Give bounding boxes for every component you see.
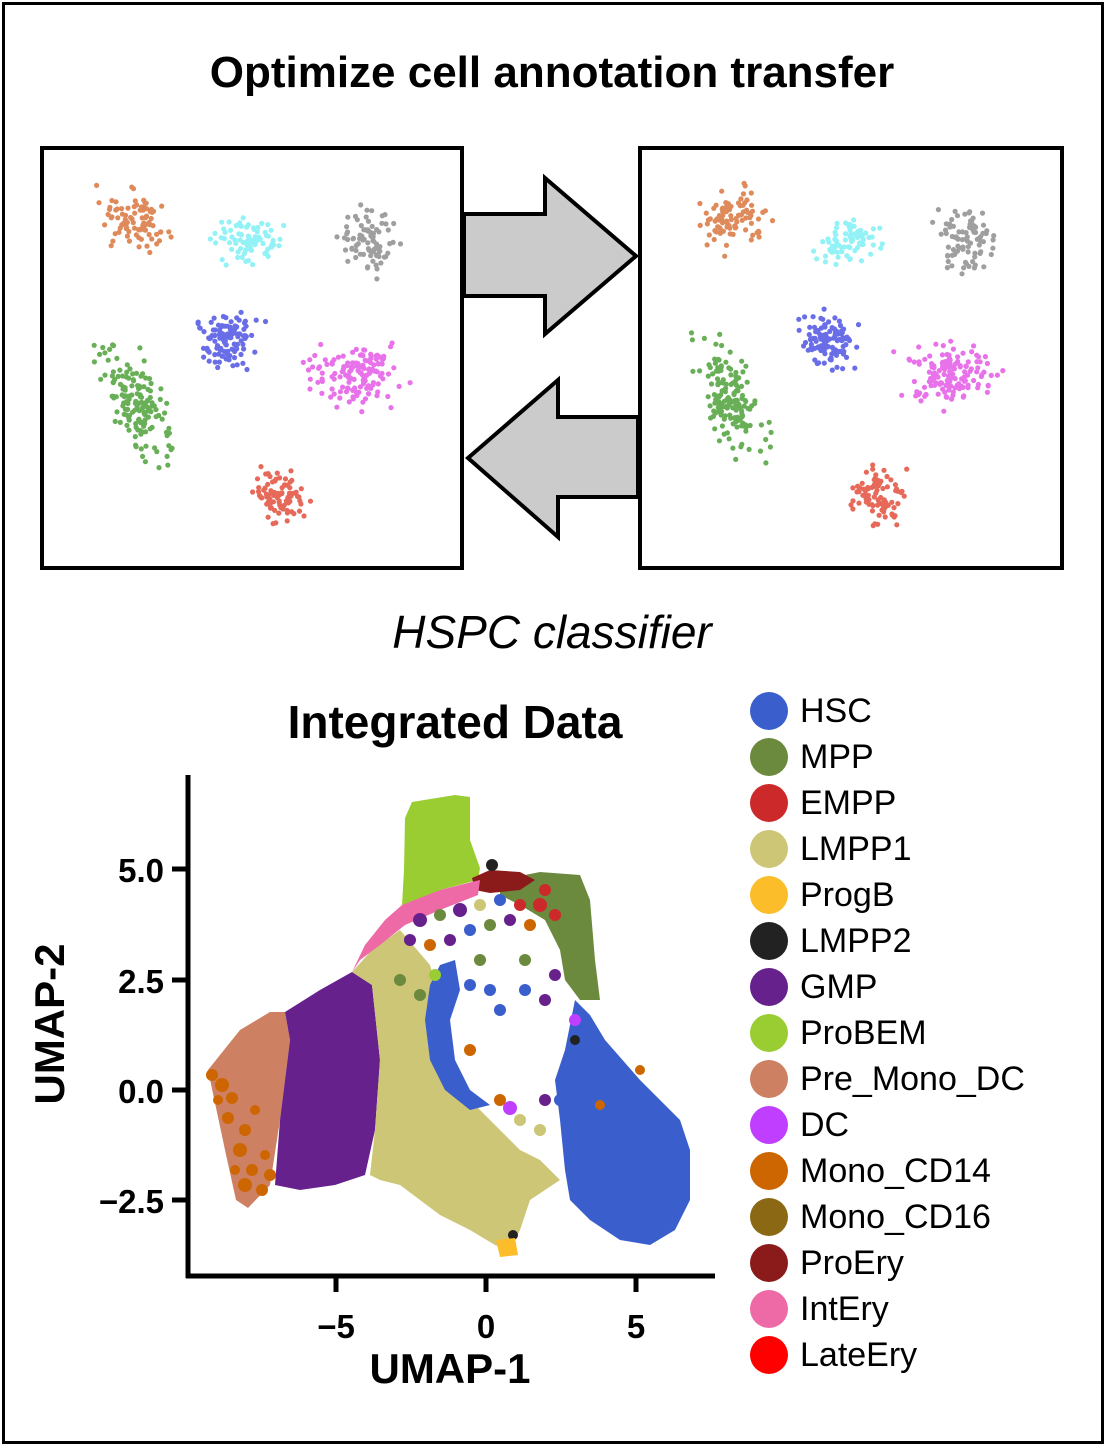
x-tick-label: 5	[626, 1308, 646, 1345]
classifier-subtitle: HSPC classifier	[392, 606, 712, 658]
legend-dot-icon	[750, 692, 788, 730]
legend-dot-icon	[750, 1290, 788, 1328]
legend-dot-icon	[750, 1198, 788, 1236]
left-arrow-icon	[464, 375, 640, 542]
y-tick-label: −2.5	[98, 1183, 164, 1220]
cluster-green	[688, 330, 774, 466]
legend-dot-icon	[750, 1152, 788, 1190]
legend-item-pre-mono-dc: Pre_Mono_DC	[750, 1056, 1025, 1102]
umap-clusters	[206, 795, 690, 1257]
legend-item-gmp: GMP	[750, 964, 1025, 1010]
legend-dot-icon	[750, 876, 788, 914]
x-tick-label: −5	[317, 1308, 355, 1345]
legend-dot-icon	[750, 1106, 788, 1144]
cluster-blue	[195, 309, 269, 373]
y-tick-label: 2.5	[118, 963, 164, 1000]
figure-title: Optimize cell annotation transfer	[209, 48, 895, 97]
cluster-green	[91, 342, 175, 471]
legend-item-hsc: HSC	[750, 688, 1025, 734]
right-cluster-panel	[638, 146, 1064, 570]
x-tick-label: 0	[476, 1308, 496, 1345]
legend-item-mono-cd16: Mono_CD16	[750, 1194, 1025, 1240]
legend-dot-icon	[750, 1244, 788, 1282]
legend-item-lateery: LateEry	[750, 1332, 1025, 1378]
legend-dot-icon	[750, 1060, 788, 1098]
y-tick-label: 0.0	[118, 1073, 164, 1110]
cluster-gray	[334, 202, 404, 282]
umap-plot	[172, 775, 715, 1292]
legend-item-dc: DC	[750, 1102, 1025, 1148]
legend-item-empp: EMPP	[750, 780, 1025, 826]
legend-item-progb: ProgB	[750, 872, 1025, 918]
legend-dot-icon	[750, 922, 788, 960]
y-tick-label: 5.0	[118, 852, 164, 889]
cluster-orange	[697, 180, 776, 259]
cluster-red	[848, 462, 910, 529]
x-axis-label: UMAP-1	[369, 1345, 531, 1392]
left-cluster-scatter	[91, 182, 413, 527]
legend-dot-icon	[750, 784, 788, 822]
cluster-orange	[94, 182, 174, 256]
legend-item-mpp: MPP	[750, 734, 1025, 780]
plot-title: Integrated Data	[287, 696, 623, 748]
legend-item-mono-cd14: Mono_CD14	[750, 1148, 1025, 1194]
legend-item-lmpp1: LMPP1	[750, 826, 1025, 872]
cluster-red	[250, 464, 314, 527]
legend-dot-icon	[750, 1336, 788, 1374]
cluster-cyan	[811, 217, 885, 267]
legend-item-proery: ProEry	[750, 1240, 1025, 1286]
right-cluster-scatter	[688, 180, 1006, 529]
legend-dot-icon	[750, 830, 788, 868]
left-cluster-panel	[40, 146, 464, 570]
legend-item-intery: IntEry	[750, 1286, 1025, 1332]
right-arrow-icon	[462, 173, 640, 339]
cluster-magenta	[891, 338, 1006, 414]
cluster-magenta	[300, 340, 413, 415]
cluster-cyan	[207, 215, 287, 268]
legend-item-probem: ProBEM	[750, 1010, 1025, 1056]
cluster-gray	[930, 207, 997, 277]
y-axis-label: UMAP-2	[26, 943, 73, 1105]
legend-dot-icon	[750, 738, 788, 776]
legend-item-lmpp2: LMPP2	[750, 918, 1025, 964]
legend: HSC MPP EMPP LMPP1 ProgB LMPP2 GMP ProBE…	[750, 688, 1025, 1378]
legend-dot-icon	[750, 968, 788, 1006]
legend-dot-icon	[750, 1014, 788, 1052]
transfer-arrows	[462, 173, 640, 542]
cluster-blue	[796, 306, 862, 373]
